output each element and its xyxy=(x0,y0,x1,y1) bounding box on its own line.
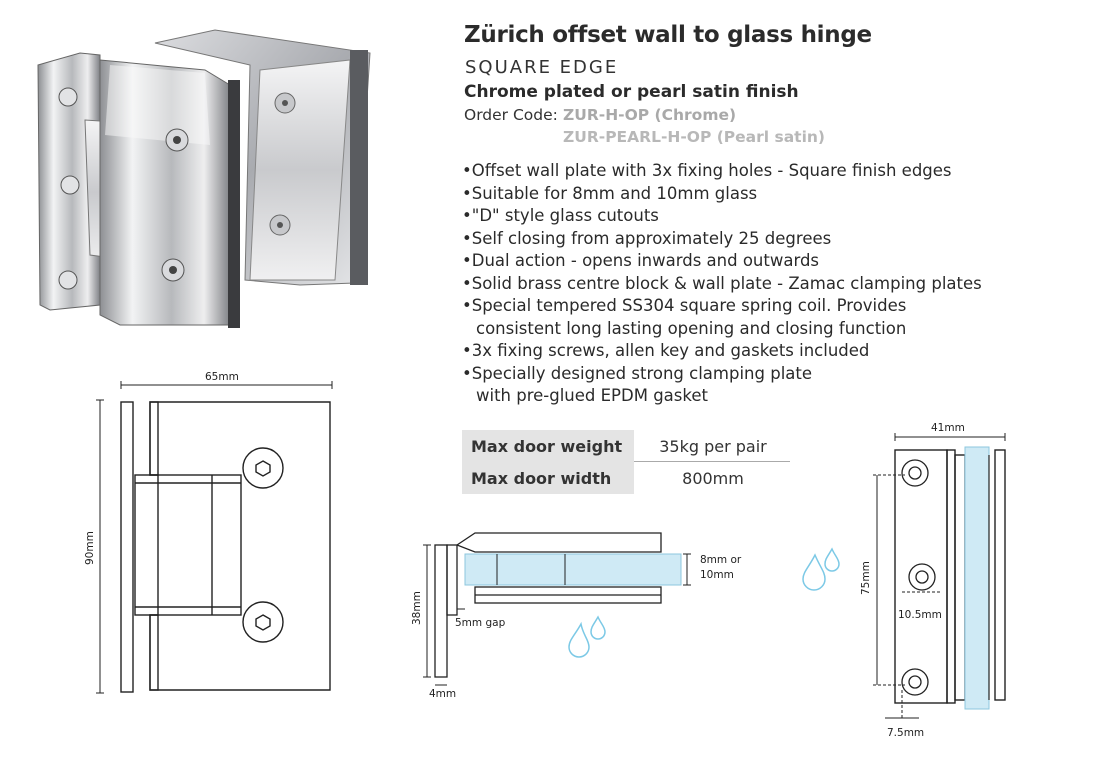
wall-height-label: 75mm xyxy=(860,561,872,595)
feature-item: 3x fixing screws, allen key and gaskets … xyxy=(462,340,982,363)
wall-plate-drawing: 41mm 75mm 10.5mm 7.5mm xyxy=(860,422,1006,739)
front-height-label: 90mm xyxy=(84,531,96,565)
feature-item-continuation: with pre-glued EPDM gasket xyxy=(476,386,708,405)
product-subtitle: SQUARE EDGE xyxy=(465,57,619,78)
spec-label: Max door weight xyxy=(462,430,634,462)
plate-thickness-label: 4mm xyxy=(429,688,456,700)
feature-item: "D" style glass cutouts xyxy=(462,205,982,228)
spec-label: Max door width xyxy=(462,462,634,494)
feature-item: Specially designed strong clamping plate xyxy=(462,363,982,386)
feature-list: Offset wall plate with 3x fixing holes -… xyxy=(462,160,982,408)
finish-description: Chrome plated or pearl satin finish xyxy=(464,82,799,102)
spec-value: 800mm xyxy=(682,468,744,488)
hinge-product-photo xyxy=(37,29,371,328)
spec-divider xyxy=(634,461,790,462)
feature-item: Dual action - opens inwards and outwards xyxy=(462,250,982,273)
spec-table: Max door weight 35kg per pair Max door w… xyxy=(462,430,792,494)
order-code-pearl: ZUR-PEARL-H-OP (Pearl satin) xyxy=(563,128,826,146)
product-title: Zürich offset wall to glass hinge xyxy=(464,22,872,48)
front-width-label: 65mm xyxy=(205,371,239,383)
water-drop-icon xyxy=(802,547,840,591)
feature-item: Offset wall plate with 3x fixing holes -… xyxy=(462,160,982,183)
spec-row-weight: Max door weight 35kg per pair xyxy=(462,430,792,462)
feature-item: Self closing from approximately 25 degre… xyxy=(462,228,982,251)
water-drop-icon xyxy=(568,615,606,658)
feature-item: Solid brass centre block & wall plate - … xyxy=(462,273,982,296)
glass-thickness-label-2: 10mm xyxy=(700,569,734,581)
feature-item-continuation: consistent long lasting opening and clos… xyxy=(476,318,907,338)
wall-width-label: 41mm xyxy=(931,422,965,434)
hole-offset-label: 7.5mm xyxy=(887,727,924,739)
order-code-label: Order Code: xyxy=(464,106,558,124)
side-depth-label: 38mm xyxy=(411,591,423,625)
spec-row-width: Max door width 800mm xyxy=(462,462,792,494)
spec-value: 35kg per pair xyxy=(659,436,767,456)
gap-label: 5mm gap xyxy=(455,617,506,629)
feature-item: Special tempered SS304 square spring coi… xyxy=(462,295,982,318)
side-view-drawing: 8mm or 10mm 5mm gap 4mm 38mm xyxy=(411,532,742,700)
glass-thickness-label: 8mm or xyxy=(700,554,742,566)
hole-size-label: 10.5mm xyxy=(898,609,942,621)
order-code-chrome: ZUR-H-OP (Chrome) xyxy=(563,106,737,124)
feature-item: Suitable for 8mm and 10mm glass xyxy=(462,183,982,206)
front-view-drawing: 65mm 90mm xyxy=(84,371,333,694)
